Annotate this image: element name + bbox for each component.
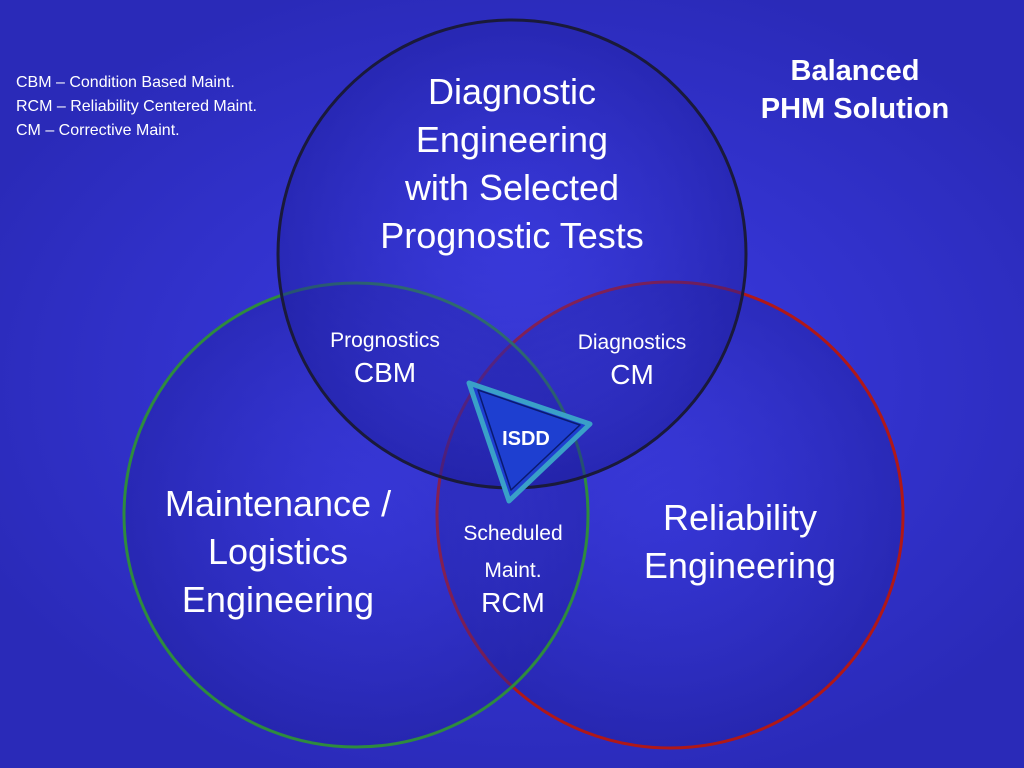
overlap-prognostics-cbm: Prognostics CBM: [305, 326, 465, 390]
overlap-rcm-label: RCM: [481, 587, 545, 618]
slide-title: Balanced PHM Solution: [735, 52, 975, 128]
circle-top-label: Diagnostic Engineering with Selected Pro…: [342, 68, 682, 260]
abbreviation-legend: CBM – Condition Based Maint. RCM – Relia…: [16, 71, 257, 143]
circle-left-line-3: Engineering: [181, 579, 375, 620]
overlap-cm-label: CM: [610, 359, 654, 390]
circle-left-label: Maintenance / Logistics Engineering: [128, 480, 428, 624]
circle-top-line-2: Engineering: [415, 119, 609, 160]
circle-left-line-1: Maintenance /: [164, 483, 392, 524]
circle-right-line-2: Engineering: [643, 545, 837, 586]
legend-item-rcm: RCM – Reliability Centered Maint.: [16, 98, 257, 115]
isdd-triangle-inner: [477, 389, 581, 491]
legend-item-cbm: CBM – Condition Based Maint.: [16, 74, 235, 91]
overlap-cbm-label: CBM: [353, 357, 417, 388]
circle-top-line-1: Diagnostic: [427, 71, 597, 112]
isdd-triangle: [466, 380, 593, 504]
isdd-label: ISDD: [502, 428, 550, 450]
title-line-2: PHM Solution: [760, 93, 950, 125]
circle-left-line-2: Logistics: [207, 531, 349, 572]
circle-right-label: Reliability Engineering: [600, 494, 880, 590]
overlap-prognostics-label: Prognostics: [330, 329, 440, 352]
overlap-scheduled-label: Scheduled: [463, 522, 563, 545]
legend-item-cm: CM – Corrective Maint.: [16, 122, 180, 139]
circle-top-line-3: with Selected: [404, 167, 620, 208]
overlap-maint-label: Maint.: [484, 559, 542, 582]
overlap-scheduled-rcm: Scheduled Maint. RCM: [440, 512, 586, 620]
overlap-diagnostics-cm: Diagnostics CM: [552, 328, 712, 392]
overlap-diagnostics-label: Diagnostics: [577, 331, 687, 354]
title-line-1: Balanced: [790, 55, 920, 87]
circle-top-line-4: Prognostic Tests: [380, 215, 644, 256]
circle-right-line-1: Reliability: [662, 497, 818, 538]
